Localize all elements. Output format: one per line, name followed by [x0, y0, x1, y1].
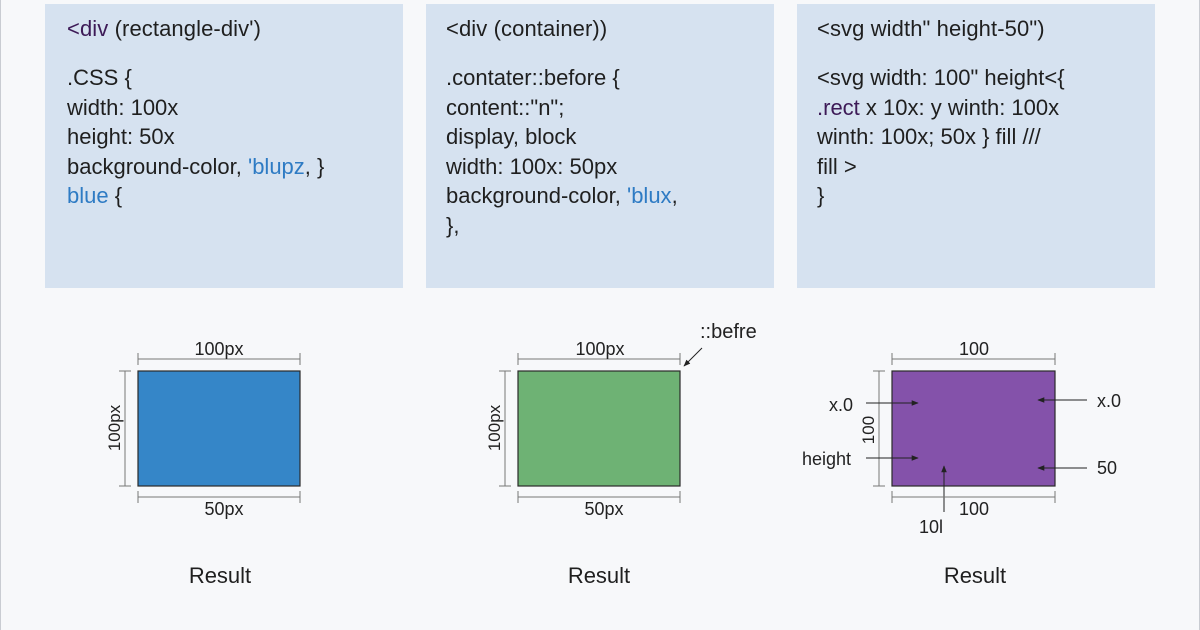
code-line: background-color, 'blupz, } [67, 152, 403, 182]
bottom-dimension-label: 50px [204, 499, 243, 519]
code-line: .contater::before { [446, 65, 620, 90]
code-header: <svg width" height-50") [817, 14, 1155, 44]
code-line: fill > [817, 153, 857, 179]
code-line: .CSS { [67, 65, 132, 90]
result-label-div: Result [188, 563, 252, 588]
code-header-tag: <div [67, 16, 109, 41]
code-line: winth: 100x; 50x } fill /// [817, 124, 1041, 149]
diagram-pseudo-element: 100px ::befre 100px 50px [485, 321, 757, 519]
top-dimension-label: 100 [959, 339, 989, 359]
x-origin-label-left: x.0 [829, 395, 853, 415]
code-panel-pseudo: <div (container)) .contater::before { co… [426, 4, 774, 288]
height-label: height [802, 449, 851, 469]
code-line: background-color, 'blux, [446, 181, 774, 211]
diagram-div-rectangle: 100px 100px 50px [105, 339, 301, 519]
code-header-tag: <svg width" [817, 16, 931, 41]
blue-rectangle [137, 370, 301, 487]
bottom-dimension-label: 100 [959, 499, 989, 519]
code-header: <div (rectangle-div') [67, 14, 403, 44]
code-panel-div: <div (rectangle-div') .CSS { width: 100x… [45, 4, 403, 288]
code-line: blue { [67, 181, 403, 211]
code-token-keyword: .rect [817, 94, 860, 120]
green-rectangle [517, 370, 681, 487]
before-annotation: ::befre [700, 321, 757, 343]
code-line: .rect x 10x: y winth: 100x [817, 93, 1155, 123]
width-label-right: 50 [1097, 458, 1117, 478]
diagrams-svg: 100px 100px 50px 100px ::befre 100px 50p… [105, 321, 1121, 537]
code-header-tag: <div [446, 16, 488, 41]
bottom-dimension-label: 50px [584, 499, 623, 519]
code-token: x 10x: y winth: 100x [859, 94, 1060, 120]
code-line: content::"n"; [446, 94, 565, 120]
code-line: display, block [446, 124, 577, 149]
annotation-arrow [683, 347, 703, 367]
top-dimension-label: 100px [194, 339, 243, 359]
code-line: height: 50x [67, 124, 175, 149]
code-line: <svg width: 100" height<{ [817, 65, 1065, 90]
code-line: } [817, 183, 825, 208]
code-header-rest: (container)) [487, 16, 608, 41]
code-token-string: 'blux [627, 183, 672, 208]
code-token: background-color, [446, 183, 627, 208]
code-token: , } [304, 153, 325, 179]
code-token: background-color, [67, 153, 248, 179]
code-header: <div (container)) [446, 14, 774, 44]
side-dimension-label: 100px [105, 404, 124, 451]
code-header-rest: (rectangle-div') [108, 16, 261, 41]
code-line: width: 100x: 50px [446, 153, 618, 179]
below-number-label: 10l [919, 517, 943, 537]
result-label-svg: Result [943, 563, 1007, 588]
purple-rectangle [891, 370, 1056, 487]
code-token: , [671, 183, 678, 208]
code-line: width: 100x [67, 94, 179, 120]
code-line: }, [446, 212, 460, 238]
side-dimension-label: 100px [485, 404, 504, 451]
code-panel-svg: <svg width" height-50") <svg width: 100"… [797, 4, 1155, 288]
result-label-pseudo: Result [567, 563, 631, 588]
code-token-value: blue [67, 183, 109, 208]
x-origin-label-right: x.0 [1097, 391, 1121, 411]
frame-edge-left [0, 0, 1, 630]
code-token-string: 'blupz [248, 153, 305, 179]
code-header-rest: height-50") [930, 16, 1045, 41]
diagram-svg-rect: 100 100 x.0 height x.0 50 100 10l [802, 339, 1121, 537]
code-token: { [108, 183, 123, 208]
top-dimension-label: 100px [575, 339, 624, 359]
side-dimension-label: 100 [859, 416, 878, 444]
